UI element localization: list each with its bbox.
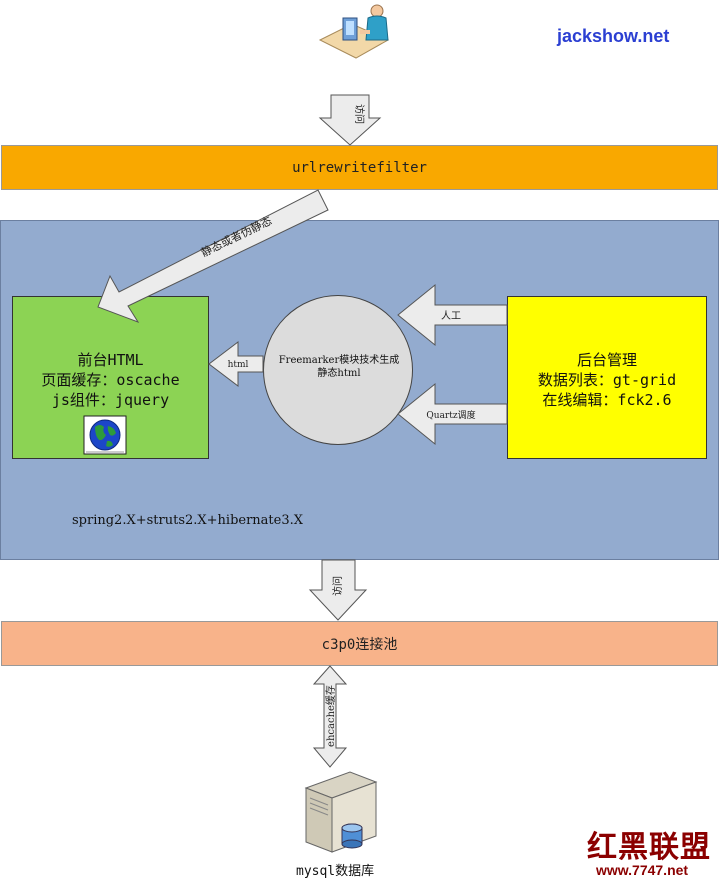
backend-grid-line: 数据列表：gt-grid bbox=[537, 371, 677, 389]
quartz-arrow-label: Quartz调度 bbox=[426, 409, 475, 421]
manual-arrow-label: 人工 bbox=[441, 310, 461, 322]
watermark-url: www.7747.net bbox=[596, 862, 689, 878]
globe-icon bbox=[83, 415, 127, 455]
ehcache-arrow bbox=[312, 665, 348, 768]
manual-arrow bbox=[397, 283, 508, 347]
access-arrow-top bbox=[318, 94, 382, 146]
backend-admin-box: 后台管理 数据列表：gt-grid 在线编辑：fck2.6 bbox=[507, 296, 707, 459]
urlrewritefilter-band: urlrewritefilter bbox=[1, 145, 718, 190]
access-arrow-mid bbox=[308, 559, 368, 621]
frontend-js-line: js组件：jquery bbox=[51, 391, 170, 409]
freemarker-line2: 静态html bbox=[317, 368, 361, 379]
c3p0-pool-band: c3p0连接池 bbox=[1, 621, 718, 666]
ehcache-arrow-label: ehcache缓存 bbox=[324, 685, 337, 747]
access-arrow-mid-label: 访问 bbox=[331, 576, 344, 596]
access-arrow-top-label: 访问 bbox=[353, 104, 366, 124]
watermark-logo: 红黑联盟 bbox=[587, 830, 711, 865]
c3p0-label: c3p0连接池 bbox=[321, 636, 398, 653]
html-arrow bbox=[208, 340, 264, 388]
backend-editor-line: 在线编辑：fck2.6 bbox=[542, 391, 672, 409]
backend-title: 后台管理 bbox=[576, 351, 637, 369]
site-logo-text: jackshow.net bbox=[557, 26, 670, 46]
user-computer-icon bbox=[318, 4, 390, 59]
html-arrow-label: html bbox=[228, 360, 249, 370]
framework-label: spring2.X+struts2.X+hibernate3.X bbox=[72, 513, 303, 528]
static-arrow bbox=[97, 189, 329, 323]
frontend-title: 前台HTML bbox=[77, 351, 144, 369]
freemarker-generator-circle: Freemarker模块技术生成 静态html bbox=[263, 295, 413, 445]
database-label: mysql数据库 bbox=[296, 864, 375, 879]
frontend-cache-line: 页面缓存：oscache bbox=[41, 371, 180, 389]
urlrewritefilter-label: urlrewritefilter bbox=[292, 159, 427, 176]
freemarker-line1: Freemarker模块技术生成 bbox=[278, 355, 400, 366]
frontend-html-box: 前台HTML 页面缓存：oscache js组件：jquery bbox=[12, 296, 209, 459]
database-server-icon bbox=[304, 771, 378, 853]
quartz-arrow bbox=[397, 382, 508, 446]
